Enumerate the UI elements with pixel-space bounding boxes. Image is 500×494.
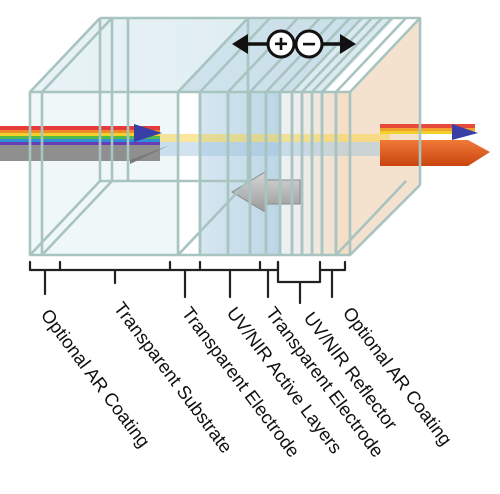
bracket-electrode-2 xyxy=(258,260,280,299)
orange-arrow-icon xyxy=(380,124,490,166)
reflector-front-tint xyxy=(280,92,350,255)
transmitted-beam xyxy=(160,134,390,156)
layer-labels: Optional AR Coating Transparent Substrat… xyxy=(37,298,457,461)
cell-wireframe xyxy=(28,16,422,257)
rainbow-arrow-icon xyxy=(0,124,170,164)
active-layers-front-tint xyxy=(200,92,280,255)
plus-minus-icon: + − xyxy=(232,29,356,59)
bracket-substrate xyxy=(58,260,172,285)
bracket-ar-coating-back xyxy=(318,260,347,299)
layer-brackets xyxy=(28,260,347,305)
bracket-electrode-1 xyxy=(168,260,202,299)
negative-symbol: − xyxy=(302,31,316,58)
bracket-reflector xyxy=(276,260,322,305)
bracket-ar-coating-front xyxy=(28,260,62,296)
bracket-active-layers xyxy=(198,260,262,299)
positive-symbol: + xyxy=(274,31,288,58)
